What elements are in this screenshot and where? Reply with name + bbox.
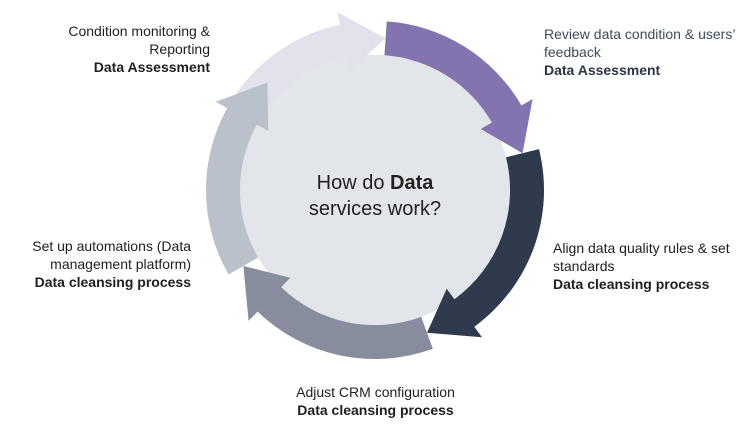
segment-3-arrow	[427, 149, 545, 338]
segment-2-arrow	[384, 21, 533, 154]
step-label: Condition monitoring & Reporting	[68, 23, 210, 57]
center-title-line2: services work?	[308, 198, 442, 220]
step-category: Data cleansing process	[297, 402, 454, 418]
step-label: Adjust CRM configuration	[296, 384, 455, 400]
step-align-rules: Align data quality rules & set standards…	[553, 239, 743, 293]
step-label: Set up automations (Data management plat…	[32, 238, 191, 272]
step-label: Review data condition & users’ feedback	[544, 26, 735, 60]
center-title-prefix: How do	[316, 172, 390, 194]
segment-4-arrow	[243, 266, 433, 360]
center-title-bold: Data	[390, 172, 434, 194]
segment-1-arrow	[206, 12, 386, 190]
step-category: Data cleansing process	[553, 276, 710, 292]
step-category: Data cleansing process	[34, 274, 191, 290]
step-review-data: Review data condition & users’ feedback …	[544, 25, 744, 79]
step-set-up-automations: Set up automations (Data management plat…	[5, 237, 191, 291]
center-title: How do Data services work?	[280, 170, 470, 222]
segment-5-arrow	[205, 82, 269, 275]
step-condition-monitoring: Condition monitoring & Reporting Data As…	[20, 22, 210, 76]
step-category: Data Assessment	[544, 62, 661, 78]
step-adjust-crm: Adjust CRM configuration Data cleansing …	[258, 383, 493, 419]
step-category: Data Assessment	[93, 59, 210, 75]
center-disc	[240, 55, 510, 325]
step-label: Align data quality rules & set standards	[553, 240, 730, 274]
